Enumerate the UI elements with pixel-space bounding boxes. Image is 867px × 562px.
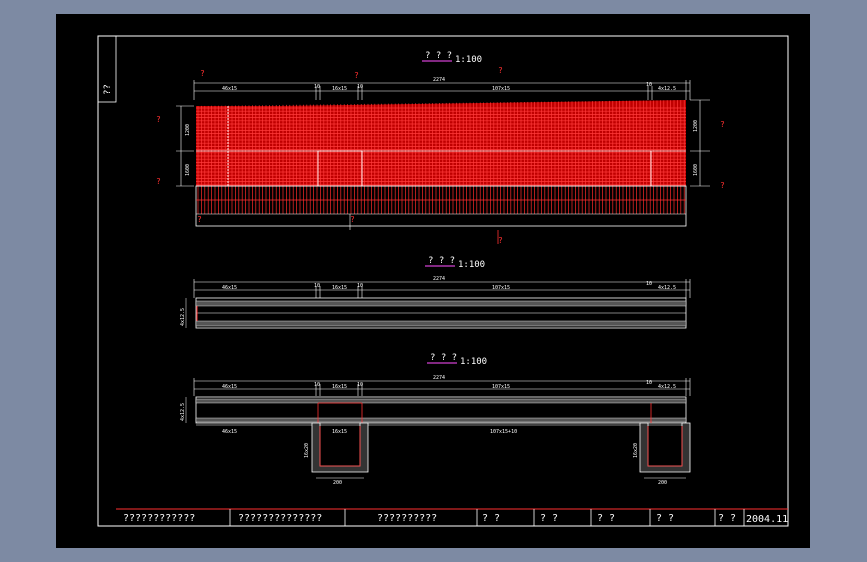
slab-top-band xyxy=(195,398,687,404)
dim-h1-right: 1200 xyxy=(693,120,699,132)
dim-seg3-3: 107x15 xyxy=(492,384,510,390)
dim-seg3-2: 107x15 xyxy=(492,285,510,291)
view-3: ? ? ? 1:100 2274 46x15 10 16x15 10 107x1… xyxy=(180,353,691,486)
dim-end2-2: 4x12.5 xyxy=(658,285,676,291)
dim-h1-left: 1200 xyxy=(185,124,191,136)
dim-end1-1: 10 xyxy=(646,82,652,88)
title-cell-7: ? ? xyxy=(656,513,674,524)
post-right-width: 200 xyxy=(658,480,667,486)
view-3-title: ? ? ? xyxy=(430,353,457,363)
dim-ticks-3 xyxy=(193,378,691,396)
title-cell-1: ???????????? xyxy=(123,513,195,524)
right-dims-1 xyxy=(690,99,710,187)
post-right: 200 16x20 xyxy=(633,422,691,486)
dim-gap2-3: 10 xyxy=(357,382,363,388)
title-block-dividers xyxy=(229,509,745,526)
marker-q-2: ? xyxy=(354,71,359,80)
dim-overall-1: 2274 xyxy=(433,77,445,83)
slab-bottom-band xyxy=(195,417,687,423)
view-1-scale: 1:100 xyxy=(455,55,482,65)
plan-bottom-band xyxy=(195,320,687,327)
post-right-rebar xyxy=(647,426,683,467)
view-2: ? ? ? 1:100 2274 46x15 10 16x15 10 107x1… xyxy=(180,256,691,329)
marker-q-6: ? xyxy=(720,120,725,129)
dim-ticks-1 xyxy=(193,80,691,100)
dim-overall-3: 2274 xyxy=(433,375,445,381)
drawing-border xyxy=(97,35,789,527)
view-1-title: ? ? ? xyxy=(425,51,452,61)
post-left: 200 16x20 xyxy=(304,422,369,486)
title-cell-2: ?????????????? xyxy=(238,513,322,524)
marker-q-9: ? xyxy=(498,236,503,245)
dim-gap1-2: 10 xyxy=(314,283,320,289)
post-right-height: 16x20 xyxy=(633,443,639,458)
dim-end2-1: 4x12.5 xyxy=(658,86,676,92)
dim-seg2-1: 16x15 xyxy=(332,86,347,92)
dim-gap1-3: 10 xyxy=(314,382,320,388)
title-cell-4: ? ? xyxy=(482,513,500,524)
dim-gap2-1: 10 xyxy=(357,84,363,90)
dim-seg2-3b: 16x15 xyxy=(332,429,347,435)
marker-q-7: ? xyxy=(720,181,725,190)
dim-h2-left: 1600 xyxy=(185,164,191,176)
view-2-title: ? ? ? xyxy=(428,256,455,266)
dim-end1-3: 10 xyxy=(646,380,652,386)
marker-q-3: ? xyxy=(498,66,503,75)
mesh-horizontal-bars xyxy=(196,107,686,186)
view-2-scale: 1:100 xyxy=(458,260,485,270)
footing-outline xyxy=(195,185,687,227)
marker-q-5: ? xyxy=(156,177,161,186)
marker-q-4: ? xyxy=(156,115,161,124)
post-left-width: 200 xyxy=(333,480,342,486)
dim-seg1-3: 46x15 xyxy=(222,384,237,390)
title-block: ???????????? ?????????????? ?????????? ?… xyxy=(116,508,788,526)
dim-seg3-1: 107x15 xyxy=(492,86,510,92)
dim-end1-2: 10 xyxy=(646,281,652,287)
dim-end2-3: 4x12.5 xyxy=(658,384,676,390)
left-dims-1 xyxy=(176,105,194,187)
section-left-dim: 4x12.5 xyxy=(180,403,186,421)
title-cell-6: ? ? xyxy=(597,513,615,524)
dim-seg1-3b: 46x15 xyxy=(222,429,237,435)
plan-left-dim: 4x12.5 xyxy=(180,308,186,326)
dim-overall-2: 2274 xyxy=(433,276,445,282)
side-label-box xyxy=(97,35,117,103)
side-label: ?? xyxy=(103,84,113,95)
dim-seg2-3: 16x15 xyxy=(332,384,347,390)
dim-seg1-2: 46x15 xyxy=(222,285,237,291)
dim-gap1-1: 10 xyxy=(314,84,320,90)
dim-seg2-2: 16x15 xyxy=(332,285,347,291)
view-3-scale: 1:100 xyxy=(460,357,487,367)
dim-seg3b: 107x15+10 xyxy=(490,429,517,435)
dim-h2-right: 1600 xyxy=(693,164,699,176)
title-cell-5: ? ? xyxy=(540,513,558,524)
title-cell-3: ?????????? xyxy=(377,513,437,524)
dim-ticks-2 xyxy=(193,279,691,298)
marker-q-10: ? xyxy=(197,215,202,224)
dim-gap2-2: 10 xyxy=(357,283,363,289)
title-date: 2004.11 xyxy=(746,514,788,525)
marker-q-8: ? xyxy=(350,215,355,224)
view-1: ? ? ? 1:100 2274 46x15 10 16x15 10 107x1… xyxy=(156,51,725,245)
plan-top-band xyxy=(195,300,687,307)
slab-outline xyxy=(195,396,687,424)
post-left-height: 16x20 xyxy=(304,443,310,458)
dim-seg1-1: 46x15 xyxy=(222,86,237,92)
marker-q-1: ? xyxy=(200,69,205,78)
post-left-rebar xyxy=(319,426,361,467)
title-cell-8: ? ? xyxy=(718,513,736,524)
